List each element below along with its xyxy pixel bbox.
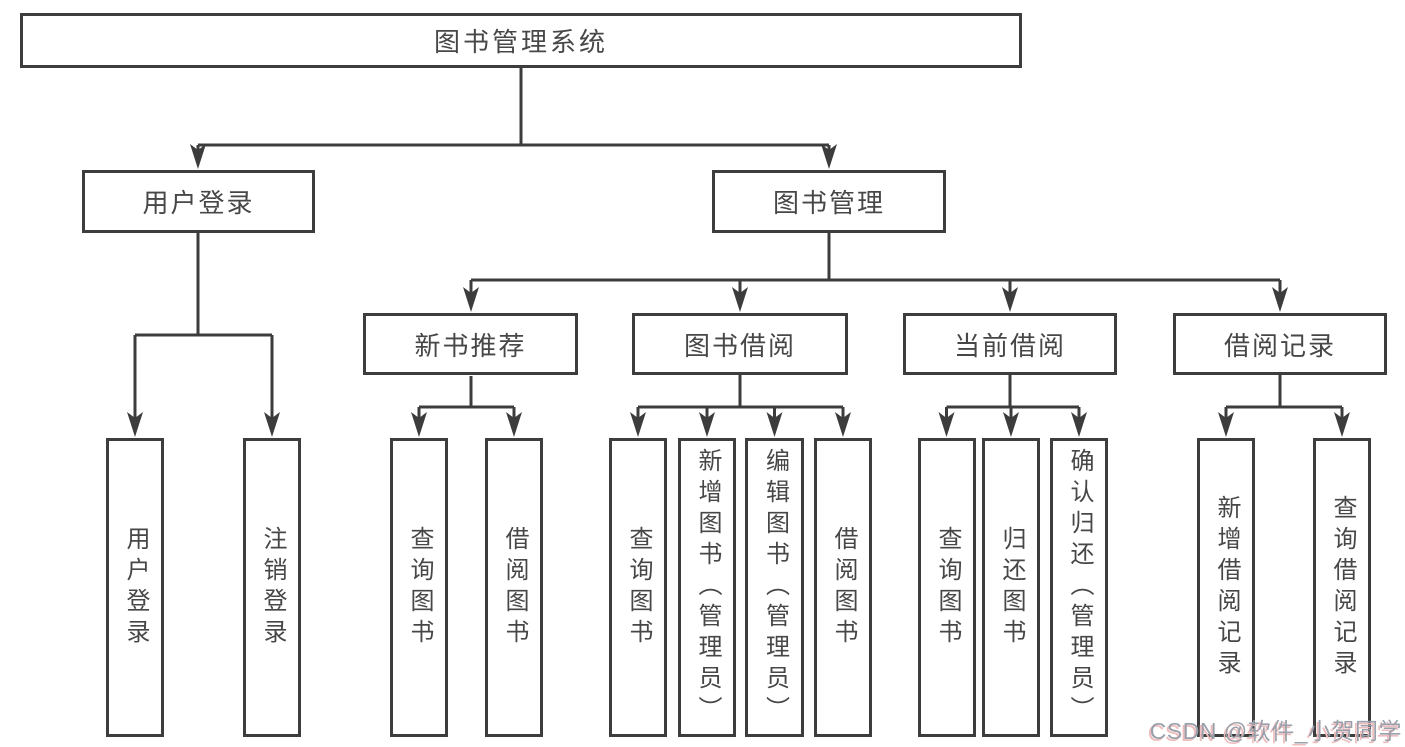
node-label: 查询图书 bbox=[406, 525, 433, 650]
leaf-borrow-books-recommend: 借阅图书 bbox=[485, 438, 543, 737]
node-label: 编辑图书（管理员） bbox=[761, 448, 789, 727]
node-label: 图书管理 bbox=[772, 188, 885, 218]
arrow-icon bbox=[630, 412, 646, 437]
arrow-icon bbox=[1002, 287, 1018, 312]
node-label: 归还图书 bbox=[998, 525, 1025, 650]
leaf-query-books-borrowing: 查询图书 bbox=[609, 438, 667, 737]
leaf-user-login: 用户登录 bbox=[106, 438, 164, 737]
leaf-edit-book-admin: 编辑图书（管理员） bbox=[745, 438, 804, 737]
node-label: 查询图书 bbox=[625, 525, 652, 650]
arrow-icon bbox=[1272, 287, 1288, 312]
node-label: 借阅图书 bbox=[830, 525, 857, 650]
arrow-icon bbox=[506, 412, 522, 437]
leaf-query-books-recommend: 查询图书 bbox=[390, 438, 448, 737]
leaf-query-books-current: 查询图书 bbox=[918, 438, 976, 737]
leaf-add-borrow-record: 新增借阅记录 bbox=[1197, 438, 1255, 737]
leaf-query-borrow-record: 查询借阅记录 bbox=[1313, 438, 1371, 737]
arrow-icon bbox=[411, 412, 427, 437]
arrow-icon bbox=[264, 412, 280, 437]
arrow-icon bbox=[463, 287, 479, 312]
arrow-icon bbox=[821, 144, 837, 169]
node-label: 借阅图书 bbox=[501, 525, 528, 650]
node-label: 新增借阅记录 bbox=[1213, 494, 1240, 681]
node-label: 新书推荐 bbox=[414, 330, 527, 361]
node-root-system: 图书管理系统 bbox=[20, 13, 1022, 68]
arrow-icon bbox=[699, 412, 715, 437]
arrow-icon bbox=[938, 412, 955, 437]
leaf-borrow-books: 借阅图书 bbox=[814, 438, 872, 737]
arrow-icon bbox=[766, 412, 783, 437]
node-label: 图书借阅 bbox=[683, 330, 796, 361]
node-current-borrowing: 当前借阅 bbox=[903, 313, 1117, 375]
leaf-confirm-return-admin: 确认归还（管理员） bbox=[1050, 438, 1108, 737]
arrow-icon bbox=[732, 287, 748, 312]
node-borrowing-records: 借阅记录 bbox=[1173, 313, 1387, 375]
node-label: 用户登录 bbox=[142, 188, 255, 218]
leaf-add-book-admin: 新增图书（管理员） bbox=[678, 438, 736, 737]
arrow-icon bbox=[1334, 412, 1350, 437]
node-book-management: 图书管理 bbox=[712, 170, 946, 233]
node-label: 用户登录 bbox=[122, 525, 149, 650]
arrow-icon bbox=[1071, 412, 1087, 437]
node-book-borrowing: 图书借阅 bbox=[632, 313, 848, 375]
node-label: 查询借阅记录 bbox=[1329, 494, 1356, 681]
node-new-book-recommend: 新书推荐 bbox=[363, 313, 578, 375]
arrow-icon bbox=[1003, 412, 1019, 437]
leaf-return-book: 归还图书 bbox=[982, 438, 1040, 737]
watermark: CSDN @软件_小贺同学 bbox=[1149, 718, 1402, 744]
arrow-icon bbox=[835, 412, 851, 437]
arrow-icon bbox=[190, 144, 206, 169]
node-label: 借阅记录 bbox=[1223, 330, 1336, 361]
arrow-icon bbox=[1218, 412, 1234, 437]
node-label: 查询图书 bbox=[934, 525, 961, 650]
node-label: 注销登录 bbox=[259, 525, 286, 650]
arrowheads bbox=[127, 144, 1350, 437]
leaf-logout: 注销登录 bbox=[243, 438, 301, 737]
node-label: 新增图书（管理员） bbox=[694, 448, 721, 727]
node-label: 确认归还（管理员） bbox=[1066, 448, 1093, 727]
node-label: 当前借阅 bbox=[953, 330, 1066, 361]
node-user-login: 用户登录 bbox=[82, 170, 315, 233]
arrow-icon bbox=[127, 412, 143, 437]
node-label: 图书管理系统 bbox=[433, 27, 608, 57]
connector-path bbox=[133, 68, 1344, 420]
